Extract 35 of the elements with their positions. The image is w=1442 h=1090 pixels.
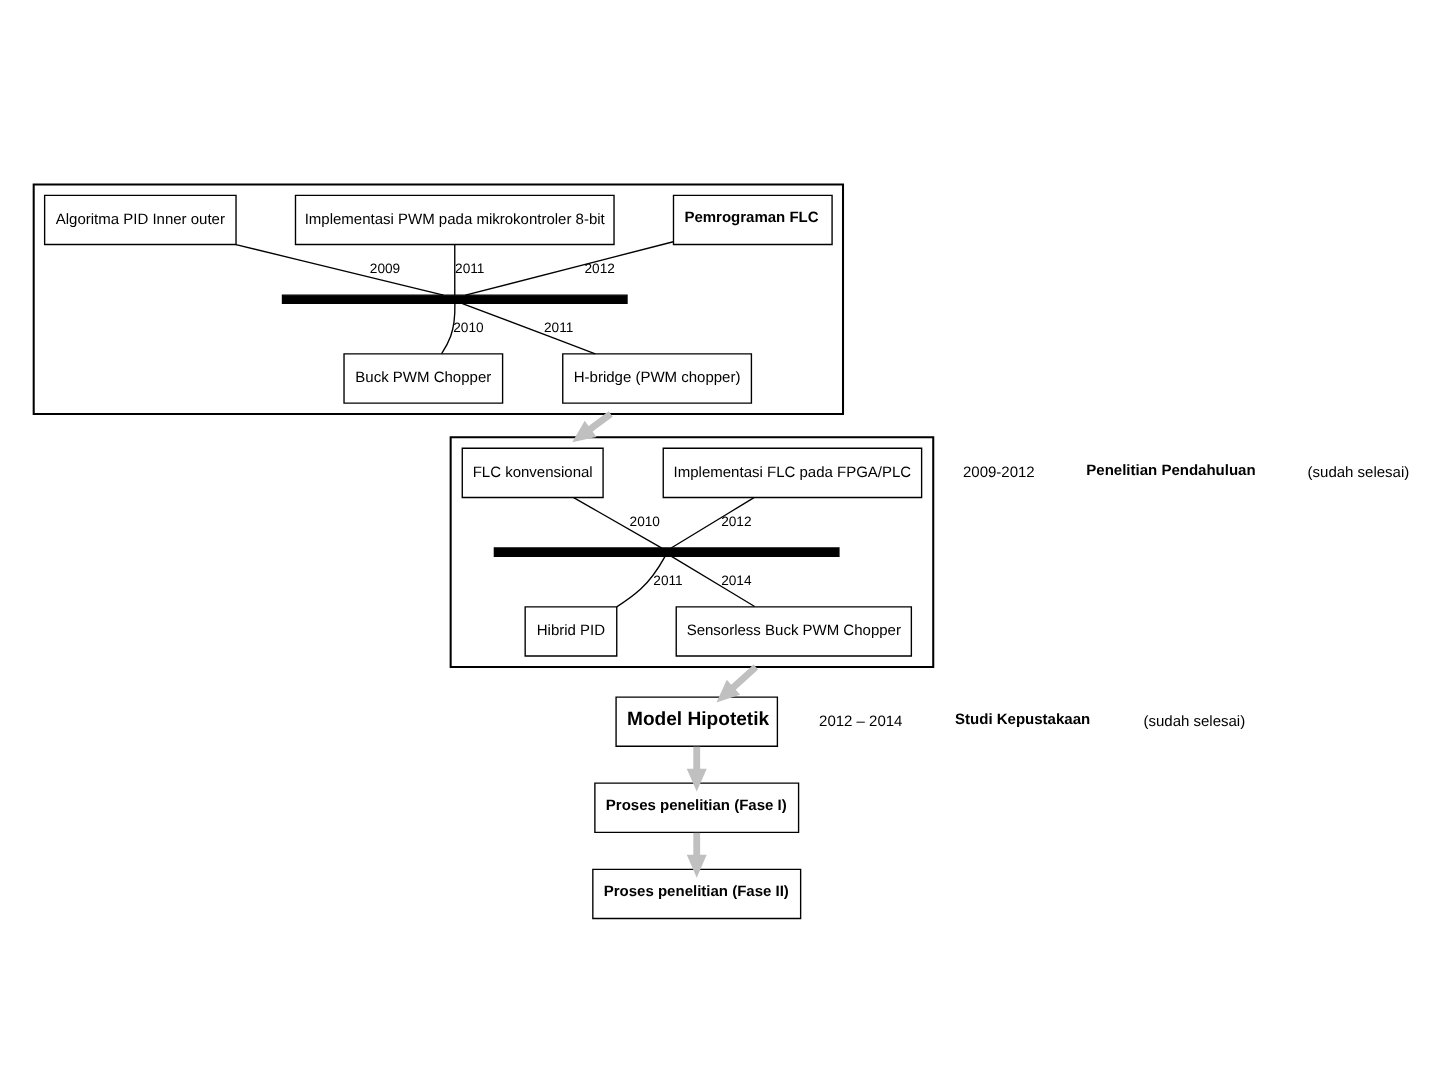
node-box: Pemrograman FLC <box>672 193 833 245</box>
node-bar <box>281 293 628 304</box>
connector <box>461 301 596 354</box>
connector <box>616 554 666 607</box>
arrow <box>572 410 613 442</box>
arrow <box>686 745 707 791</box>
node-box: Algoritma PID Inner outer <box>43 193 237 245</box>
cluster <box>449 435 935 667</box>
connector <box>454 243 456 295</box>
node-box: Hibrid PID <box>524 605 618 656</box>
connector <box>235 242 445 295</box>
label: Studi Kepustakaan <box>955 709 1091 728</box>
node-bar <box>493 546 840 556</box>
node-box: Implementasi FLC pada FPGA/PLC <box>662 446 923 498</box>
cluster <box>32 182 845 415</box>
label: (sudah selesai) <box>1143 710 1246 729</box>
connector <box>464 240 674 295</box>
node-box: Buck PWM Chopper <box>343 352 504 403</box>
label: 2012 – 2014 <box>819 710 903 729</box>
label: Penelitian Pendahuluan <box>1086 460 1256 479</box>
node-box: Sensorless Buck PWM Chopper <box>675 605 913 656</box>
node-box: Proses penelitian (Fase I) <box>594 781 800 833</box>
connector <box>440 302 456 354</box>
arrow <box>716 663 759 702</box>
connector <box>670 495 755 548</box>
node-box: Implementasi PWM pada mikrokontroler 8-bit <box>294 193 615 245</box>
label: 2009-2012 <box>962 461 1035 480</box>
connector <box>572 495 663 548</box>
label: (sudah selesai) <box>1307 461 1410 480</box>
node-box: Proses penelitian (Fase II) <box>592 867 802 919</box>
node-box: H-bridge (PWM chopper) <box>562 352 753 403</box>
arrow <box>686 831 707 877</box>
node-box: FLC konvensional <box>461 446 604 498</box>
connector <box>670 554 756 607</box>
node-box: Model Hipotetik <box>615 695 779 746</box>
